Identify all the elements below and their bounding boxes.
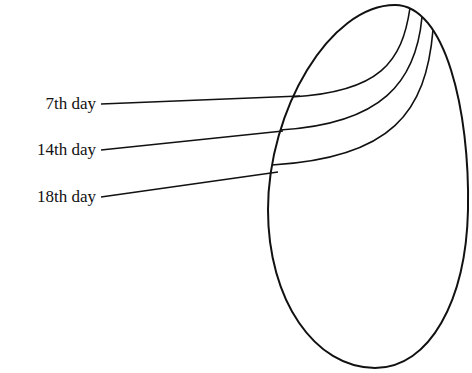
leader-line (101, 131, 283, 150)
stage-label: 18th day (36, 187, 97, 207)
growth-line (280, 17, 422, 130)
growth-line (292, 8, 410, 97)
stage-label: 14th day (36, 140, 97, 160)
egg-outline (268, 5, 468, 368)
leader-line (101, 96, 300, 104)
stage-label: 7th day (44, 94, 97, 114)
leader-line (101, 172, 278, 197)
growth-line (272, 30, 433, 165)
